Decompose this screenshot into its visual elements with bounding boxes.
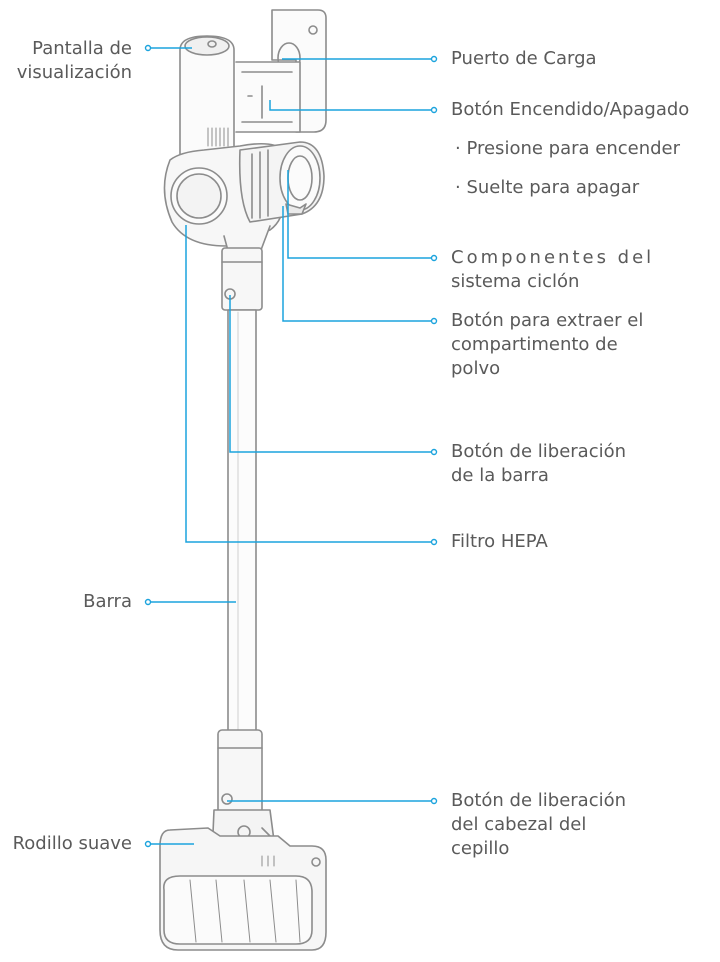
- label-display-line1: Pantalla de: [32, 38, 132, 59]
- label-wand-release: Botón de liberación de la barra: [451, 440, 626, 488]
- wand-tube: [227, 309, 257, 741]
- label-cyclone: Componentes del sistema ciclón: [451, 246, 654, 294]
- label-brush-release-line3: cepillo: [451, 838, 510, 859]
- label-cyclone-line2: sistema ciclón: [451, 271, 580, 292]
- wand-connector: [221, 247, 263, 311]
- label-power-button: Botón Encendido/Apagado: [451, 99, 690, 120]
- label-hepa: Filtro HEPA: [451, 531, 548, 552]
- label-dust-bin-line2: compartimento de: [451, 334, 618, 355]
- handle: [235, 61, 301, 133]
- label-wand: Barra: [83, 591, 132, 612]
- label-power-on-note: · Presione para encender: [455, 138, 681, 159]
- label-cyclone-line1: Componentes del: [451, 247, 655, 268]
- label-wand-release-line2: de la barra: [451, 465, 549, 486]
- label-brush-release-line2: del cabezal del: [451, 814, 587, 835]
- callout-dots: [144, 44, 438, 848]
- label-brush-head-release: Botón de liberación del cabezal del cepi…: [451, 789, 626, 861]
- callout-lines: [148, 47, 432, 845]
- label-display-line2: visualización: [16, 62, 132, 83]
- label-dust-bin-button: Botón para extraer el compartimento de p…: [451, 309, 643, 381]
- label-display: Pantalla de visualización: [17, 37, 132, 85]
- label-wand-release-line1: Botón de liberación: [451, 441, 627, 462]
- soft-roller: [163, 875, 313, 945]
- label-charging-port: Puerto de Carga: [451, 48, 597, 69]
- label-power-off-note: · Suelte para apagar: [455, 177, 640, 198]
- label-dust-bin-line3: polvo: [451, 358, 501, 379]
- display-screen: [184, 36, 230, 56]
- label-dust-bin-line1: Botón para extraer el: [451, 310, 644, 331]
- label-soft-roller: Rodillo suave: [12, 833, 132, 854]
- label-brush-release-line1: Botón de liberación: [451, 790, 627, 811]
